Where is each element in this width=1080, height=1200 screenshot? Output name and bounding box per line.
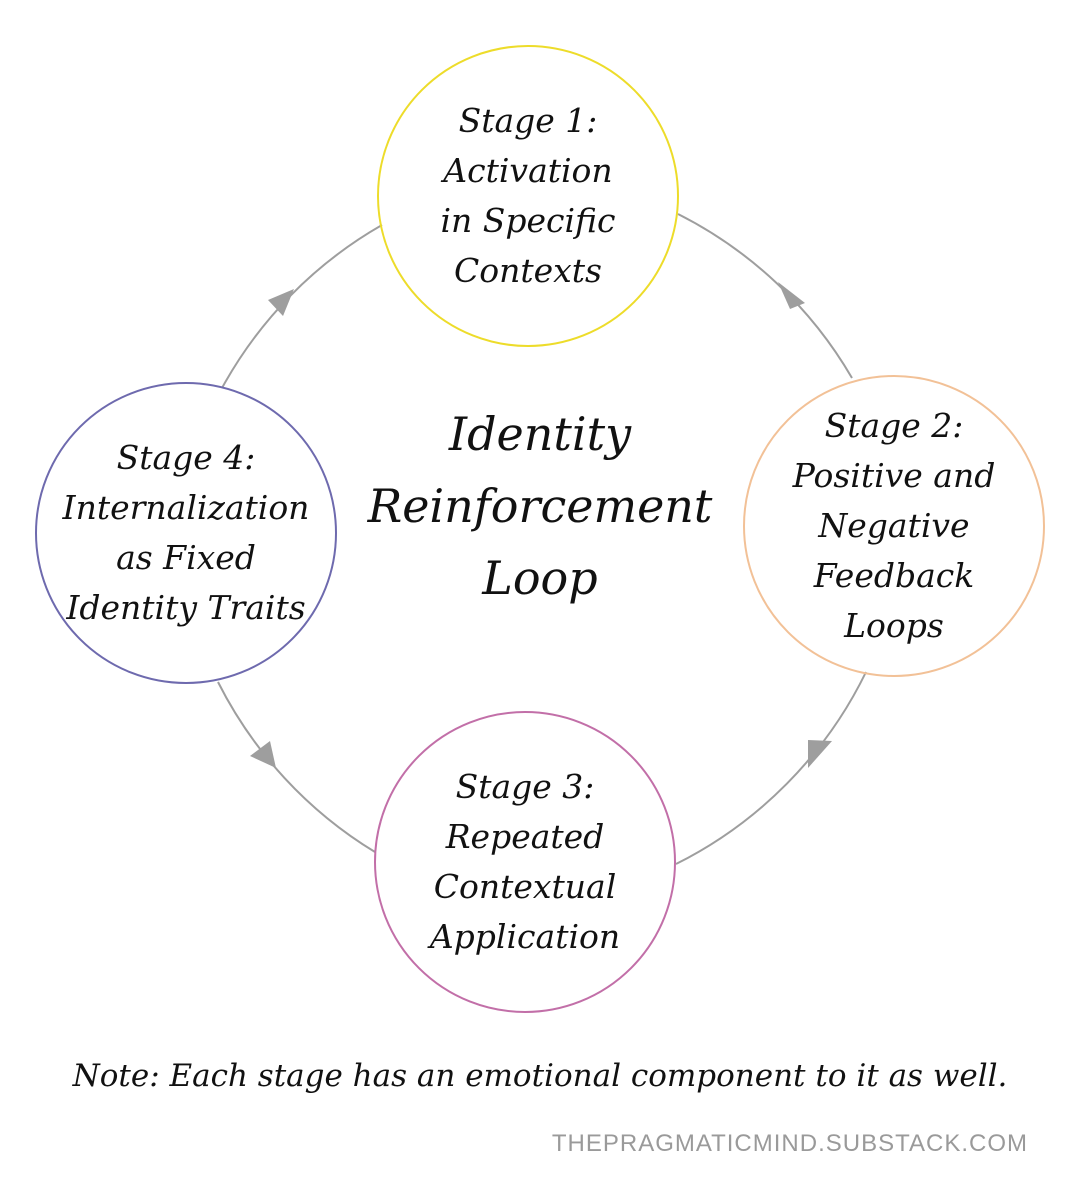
stage-1-node: Stage 1: Activation in Specific Contexts [377,45,679,347]
source-credit: THEPRAGMATICMIND.SUBSTACK.COM [551,1130,1028,1157]
stage-3-line: Stage 3: [455,767,595,806]
diagram-title-line: Identity [448,407,632,461]
stage-1-line: Activation [443,151,613,190]
connector-stage1-to-stage2 [677,213,853,379]
stage-1-line: in Specific [440,201,616,240]
stage-4-line: Stage 4: [116,438,256,477]
stage-1-line: Stage 1: [458,101,598,140]
stage-2-line: Negative [818,506,970,545]
stage-1-line: Contexts [454,251,602,290]
diagram-title-line: Loop [482,551,598,605]
arrow-to-stage2 [778,282,805,309]
stage-2-line: Positive and [792,456,996,495]
arrow-to-stage1 [268,289,294,316]
arrow-to-stage4 [250,741,276,768]
arrow-to-stage3 [808,740,832,768]
stage-2-line: Stage 2: [824,406,964,445]
stage-3-node: Stage 3: Repeated Contextual Application [374,711,676,1013]
stage-4-line: Internalization [62,488,310,527]
connector-stage3-to-stage4 [217,681,376,853]
footnote: Note: Each stage has an emotional compon… [72,1058,1008,1094]
stage-3-line: Repeated [445,817,605,856]
stage-4-line: as Fixed [116,538,256,577]
stage-2-node: Stage 2: Positive and Negative Feedback … [743,375,1045,677]
stage-4-node: Stage 4: Internalization as Fixed Identi… [35,382,337,684]
diagram-title-line: Reinforcement [367,479,713,533]
connector-stage2-to-stage3 [675,671,867,865]
stage-3-line: Contextual [433,867,617,906]
stage-2-line: Feedback [813,556,975,595]
stage-4-line: Identity Traits [66,588,306,627]
stage-3-line: Application [429,917,621,956]
diagram-title: Identity Reinforcement Loop [330,398,750,614]
connector-stage4-to-stage1 [221,224,383,389]
stage-2-line: Loops [844,606,944,645]
